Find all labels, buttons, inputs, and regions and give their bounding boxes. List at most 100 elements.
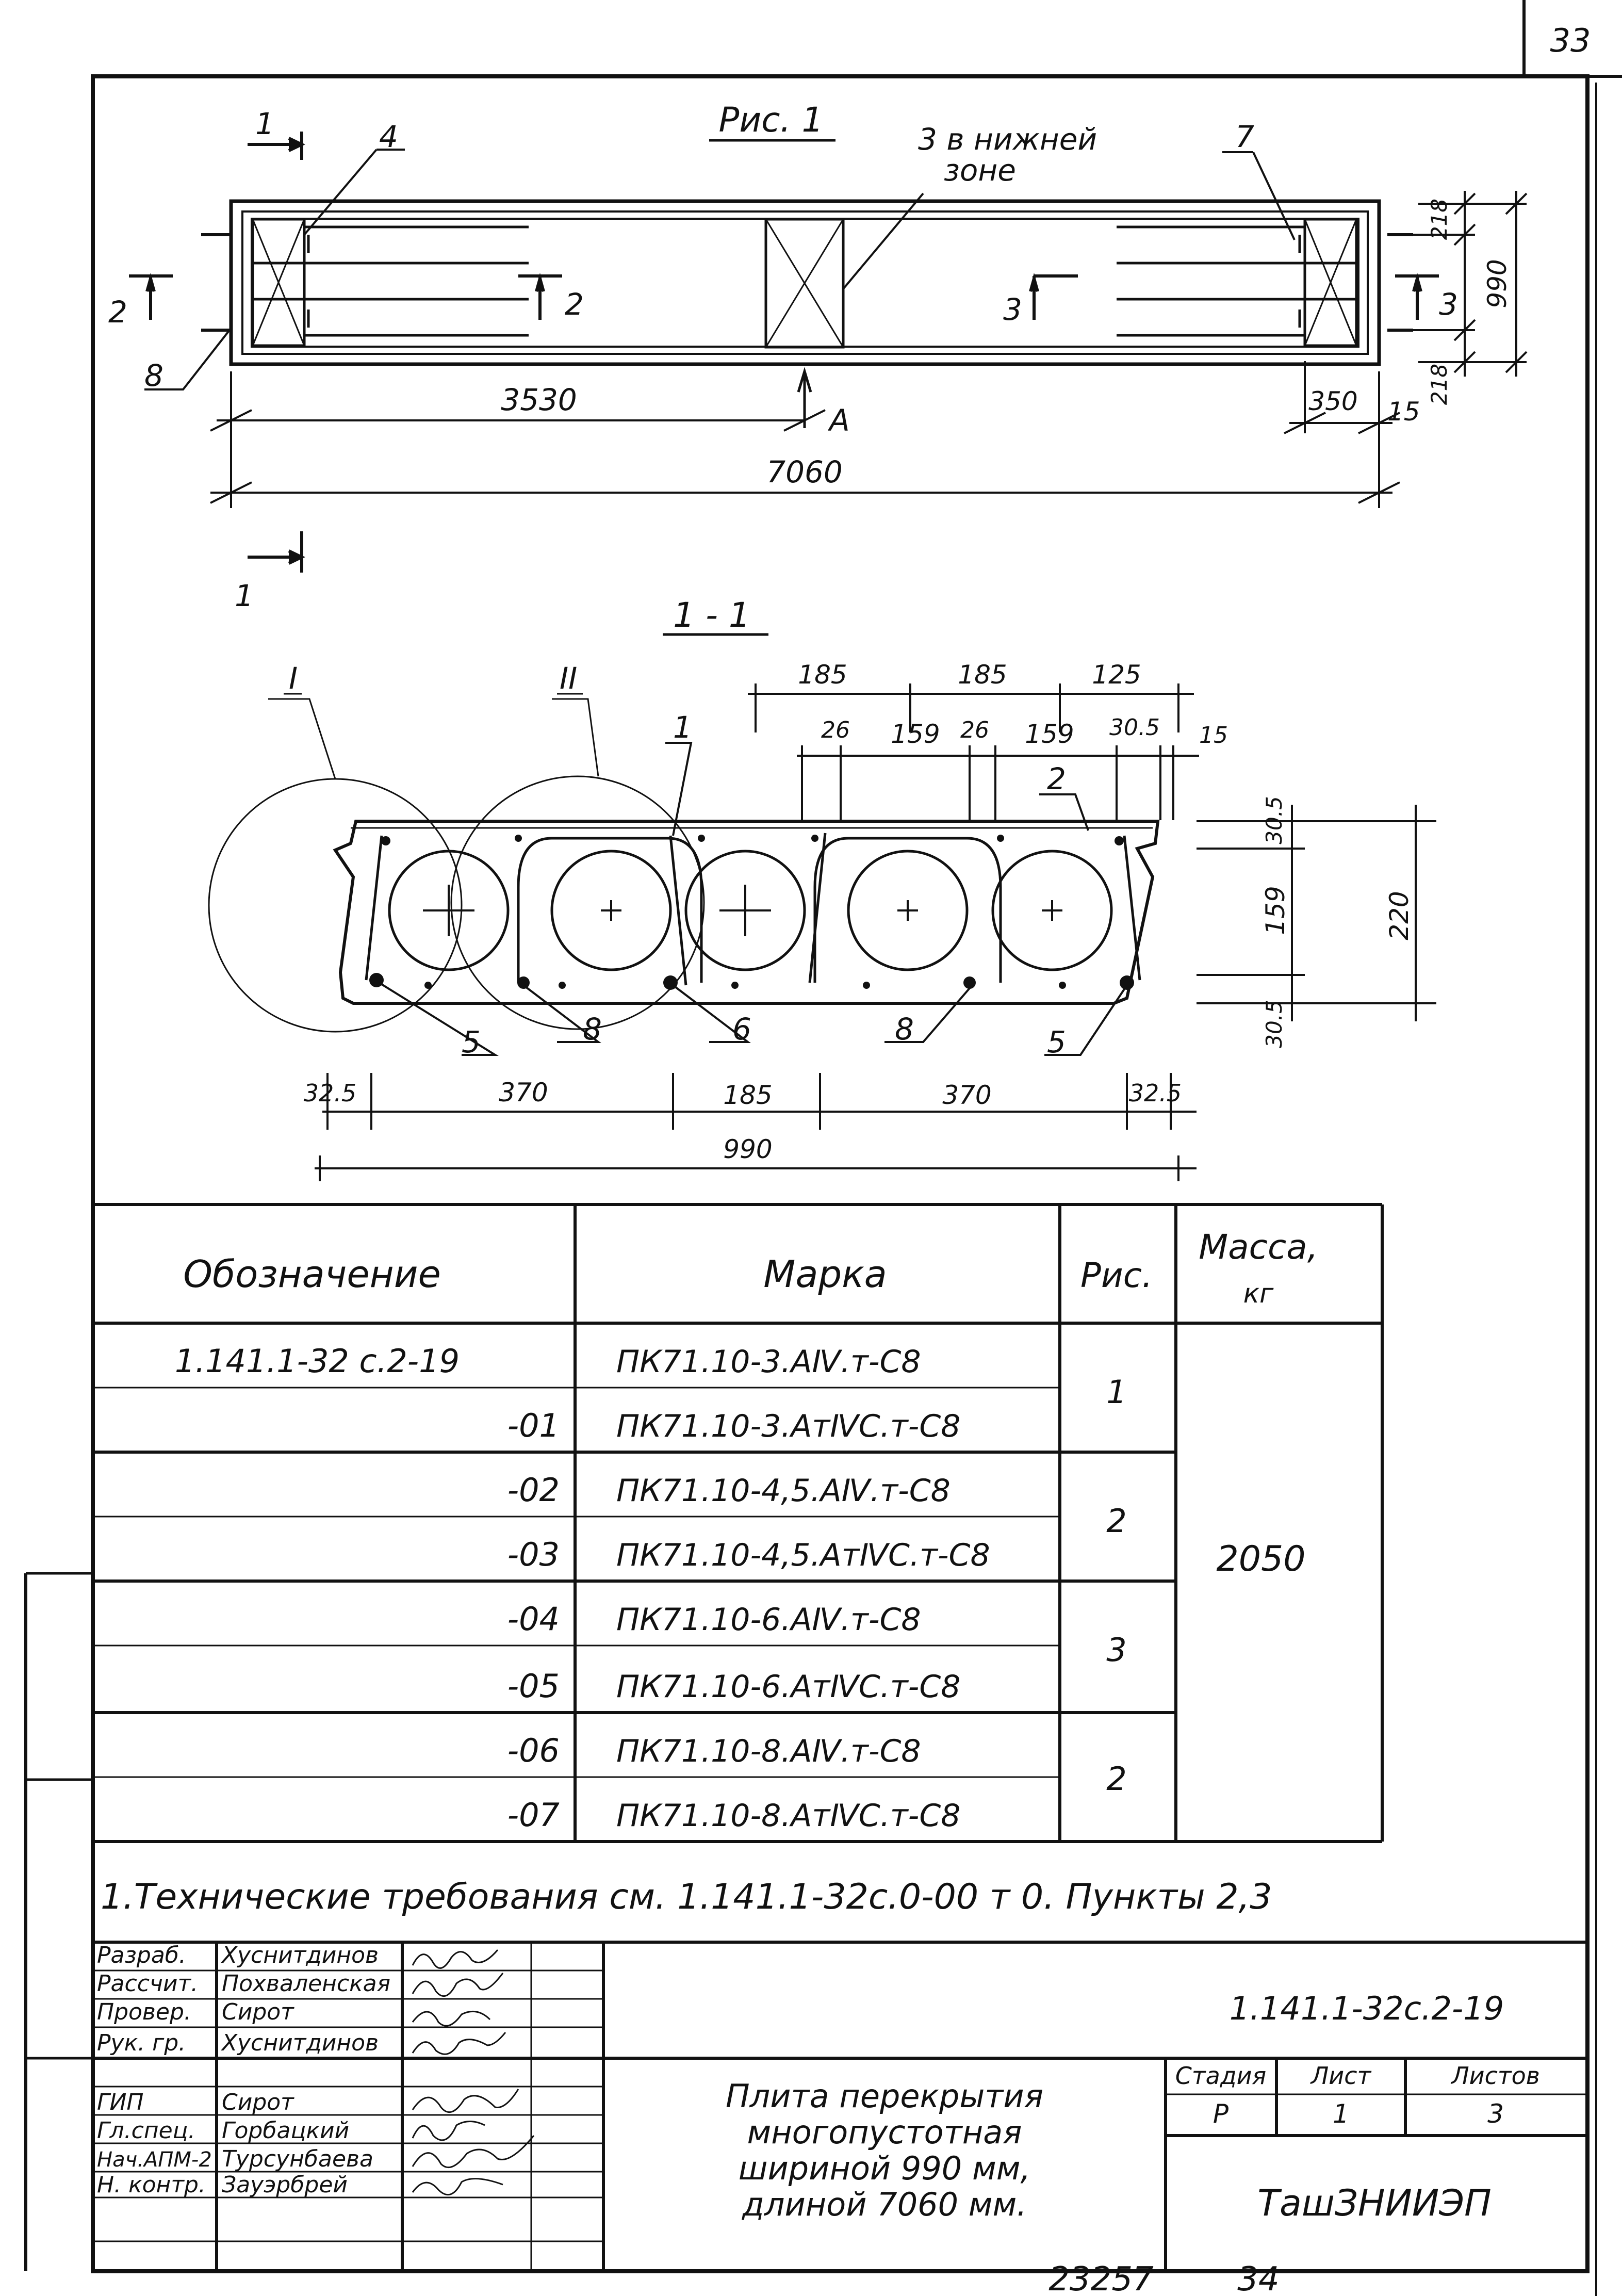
top-159-a: 159 (891, 719, 940, 749)
title-line-4: длиной 7060 мм. (742, 2186, 1027, 2223)
row-0-designation: 1.141.1-32 с.2-19 (175, 1342, 460, 1380)
section-mark-2-left: 2 (108, 295, 127, 330)
dim-3530: 3530 (501, 382, 577, 417)
dim-218-top: 218 (1427, 199, 1452, 240)
figure-1-title: Рис. 1 (719, 100, 824, 140)
fig-group-3: 3 (1106, 1631, 1126, 1669)
header-designation: Обозначение (183, 1252, 441, 1296)
document-code: 1.141.1-32с.2-19 (1230, 1990, 1504, 2027)
header-fig: Рис. (1080, 1256, 1153, 1295)
right-159: 159 (1260, 886, 1290, 935)
top-159-b: 159 (1025, 719, 1074, 749)
name-calculated: Похваленская (222, 1971, 390, 1997)
section-1-1: 1 - 1 I II (208, 595, 1436, 1181)
section-mark-3-left: 3 (1003, 292, 1022, 327)
fig-group-2: 2 (1106, 1502, 1126, 1540)
leader-8-left: 8 (583, 1012, 602, 1047)
right-30-5-bottom: 30.5 (1261, 1000, 1287, 1048)
dim-15: 15 (1387, 397, 1420, 427)
stage-value: Р (1213, 2099, 1229, 2129)
node-II-label: II (560, 661, 577, 696)
row-3-designation: -03 (507, 1536, 560, 1573)
leader-7: 7 (1235, 119, 1254, 154)
header-mass: Масса, (1199, 1227, 1318, 1267)
row-5-designation: -05 (507, 1667, 560, 1705)
role-norm-control: Н. контр. (97, 2172, 206, 2198)
leader-5-right: 5 (1047, 1024, 1066, 1060)
fig-group-1: 1 (1106, 1373, 1126, 1411)
role-chief-engineer: ГИП (97, 2089, 144, 2115)
top-185-b: 185 (958, 660, 1007, 690)
sheet-frame (24, 0, 1622, 2296)
top-125: 125 (1092, 660, 1141, 690)
leader-4: 4 (379, 119, 398, 154)
sheets-value: 3 (1487, 2099, 1504, 2129)
leader-3-line2: зоне (944, 153, 1016, 188)
row-6-designation: -06 (507, 1732, 560, 1769)
leader-8-right: 8 (895, 1012, 914, 1047)
mass-value: 2050 (1216, 1539, 1305, 1579)
section-mark-2-right: 2 (565, 287, 584, 322)
technical-requirements-note: 1.Технические требования см. 1.141.1-32с… (101, 1877, 1272, 1917)
bot-990: 990 (723, 1134, 772, 1164)
section-mark-3-right: 3 (1439, 287, 1458, 322)
spec-table: Обозначение Марка Рис. Масса, кг 1.141.1… (93, 1203, 1384, 1843)
title-block: Разраб. Рассчит. Провер. Рук. гр. ГИП Гл… (93, 1941, 1587, 2271)
row-4-designation: -04 (507, 1600, 560, 1638)
node-I-label: I (289, 661, 298, 696)
sheet-label: Лист (1310, 2062, 1372, 2090)
row-3-mark: ПК71.10-4,5.АтⅣС.т-С8 (616, 1537, 990, 1573)
organization: ТашЗНИИЭП (1257, 2182, 1491, 2224)
role-calculated: Рассчит. (97, 1971, 198, 1997)
top-15: 15 (1199, 722, 1228, 748)
leader-5-left: 5 (462, 1024, 481, 1060)
figure-1-plan: Рис. 1 (108, 100, 1528, 613)
sheet-value: 1 (1333, 2099, 1349, 2129)
row-4-mark: ПК71.10-6.АⅣ.т-С8 (616, 1602, 921, 1638)
row-1-designation: -01 (507, 1407, 560, 1444)
signatures (412, 1949, 535, 2195)
row-6-mark: ПК71.10-8.АⅣ.т-С8 (616, 1733, 921, 1769)
stage-label: Стадия (1175, 2062, 1266, 2090)
title-line-1: Плита перекрытия (726, 2077, 1043, 2115)
top-26-b: 26 (960, 717, 989, 743)
header-mark: Марка (763, 1252, 887, 1296)
name-chief-specialist: Горбацкий (222, 2118, 349, 2144)
row-2-designation: -02 (507, 1471, 560, 1509)
footer-number: 23257 (1048, 2260, 1154, 2296)
fig-group-4: 2 (1106, 1760, 1126, 1798)
bot-32-5-left: 32.5 (304, 1079, 356, 1107)
role-chief-specialist: Гл.спец. (97, 2118, 195, 2144)
leader-8: 8 (144, 358, 163, 393)
section-mark-1-top: 1 (255, 106, 274, 141)
dim-990: 990 (1482, 259, 1512, 308)
right-30-5-top: 30.5 (1261, 796, 1287, 844)
row-7-mark: ПК71.10-8.АтⅣС.т-С8 (616, 1798, 960, 1834)
role-checked: Провер. (97, 1999, 191, 2025)
top-185-a: 185 (798, 660, 847, 690)
row-1-mark: ПК71.10-3.АтⅣС.т-С8 (616, 1408, 960, 1444)
top-26-a: 26 (821, 717, 850, 743)
section-mark-1-bottom: 1 (235, 578, 254, 613)
name-chief-engineer: Сирот (222, 2089, 294, 2115)
name-dept-head: Турсунбаева (222, 2146, 373, 2172)
dim-218-bottom: 218 (1427, 364, 1452, 405)
page-number: 33 (1550, 22, 1591, 59)
name-norm-control: Зауэрбрей (222, 2172, 348, 2198)
bot-370-right: 370 (942, 1080, 991, 1110)
view-a-label: A (827, 403, 850, 438)
leader-1: 1 (673, 710, 692, 745)
leader-6: 6 (732, 1012, 751, 1047)
footer-sheet-number: 34 (1237, 2260, 1279, 2296)
section-title: 1 - 1 (673, 595, 750, 635)
title-line-2: многопустотная (747, 2113, 1022, 2151)
row-7-designation: -07 (507, 1796, 560, 1834)
dim-350: 350 (1308, 386, 1357, 416)
name-checked: Сирот (222, 1999, 294, 2025)
role-group-head: Рук. гр. (97, 2030, 186, 2056)
row-2-mark: ПК71.10-4,5.АⅣ.т-С8 (616, 1473, 951, 1509)
bot-370-left: 370 (499, 1078, 548, 1108)
name-developer: Хуснитдинов (221, 1942, 379, 1968)
leader-3-line1: 3 в нижней (918, 122, 1097, 157)
